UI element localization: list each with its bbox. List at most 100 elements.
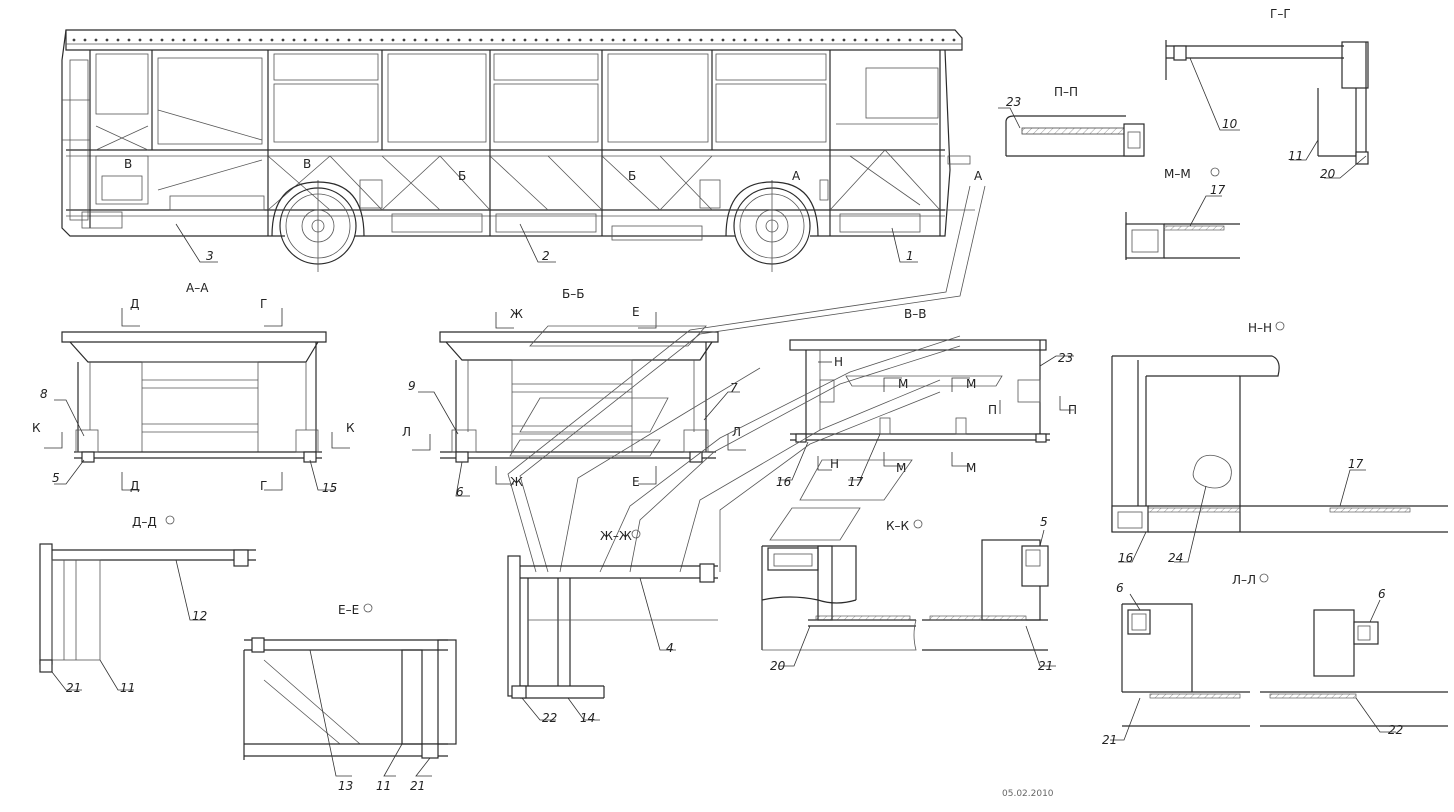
section-a-a: А–А Д Д Г Г К К 8 5 bbox=[32, 281, 355, 495]
roof-rivet bbox=[633, 38, 637, 42]
callout-3: 3 bbox=[206, 249, 214, 263]
roof-rivet bbox=[457, 38, 461, 42]
cut-letter-zh-top: Ж bbox=[510, 307, 523, 321]
cut-letter-d-top: Д bbox=[130, 297, 139, 311]
callout-21-dd: 21 bbox=[66, 681, 81, 695]
roof-rivet bbox=[149, 38, 153, 42]
roof-rivet bbox=[193, 38, 197, 42]
roof-rivet bbox=[666, 38, 670, 42]
roof-rivet bbox=[930, 38, 934, 42]
projection-bands bbox=[507, 185, 986, 573]
roof-rivet bbox=[83, 38, 87, 42]
cut-letter-zh-bottom: Ж bbox=[510, 475, 523, 489]
roof-rivet bbox=[699, 38, 703, 42]
title-section-p-p: П–П bbox=[1054, 85, 1078, 99]
roof-rivet bbox=[809, 38, 813, 42]
callout-22-ll: 22 bbox=[1388, 723, 1403, 737]
roof-rivet bbox=[468, 38, 472, 42]
title-section-d-d: Д–Д bbox=[132, 515, 157, 529]
callout-6-bb: 6 bbox=[456, 485, 464, 499]
roof-rivet bbox=[743, 38, 747, 42]
roof-rivet bbox=[853, 38, 857, 42]
roof-rivet bbox=[919, 38, 923, 42]
roof-rivet bbox=[292, 38, 296, 42]
cut-letter-n-bottom: Н bbox=[830, 457, 839, 471]
callout-10: 10 bbox=[1222, 117, 1238, 131]
section-d-d: Д–Д 12 21 11 bbox=[39, 515, 256, 695]
roof-rivet bbox=[776, 38, 780, 42]
callout-9: 9 bbox=[408, 379, 416, 393]
cut-letter-m-top-2: М bbox=[966, 377, 976, 391]
callout-17-nn: 17 bbox=[1348, 457, 1364, 471]
roof-rivet bbox=[941, 38, 945, 42]
roof-rivet bbox=[710, 38, 714, 42]
section-e-e: Е–Е 13 11 21 bbox=[243, 603, 457, 793]
cut-letter-a-2: А bbox=[974, 169, 983, 183]
callout-12: 12 bbox=[192, 609, 207, 623]
cut-letter-l-left: Л bbox=[402, 425, 411, 439]
callout-6-ll-left: 6 bbox=[1116, 581, 1124, 595]
cut-letter-e-top: Е bbox=[632, 305, 640, 319]
roof-rivet bbox=[644, 38, 648, 42]
bus-side-view: В В Б Б А А 3 2 1 bbox=[61, 29, 983, 272]
callout-20-gg: 20 bbox=[1320, 167, 1336, 181]
roof-rivet bbox=[138, 38, 142, 42]
callout-14: 14 bbox=[580, 711, 595, 725]
roof-rivet bbox=[446, 38, 450, 42]
cut-letter-n-top: Н bbox=[834, 355, 843, 369]
roof-rivet bbox=[369, 38, 373, 42]
roof-rivet bbox=[864, 38, 868, 42]
section-g-g: Г–Г 10 11 20 bbox=[1165, 7, 1369, 181]
cut-letter-e-bottom: Е bbox=[632, 475, 640, 489]
callout-11-ee: 11 bbox=[376, 779, 391, 793]
section-l-l: Л–Л 6 6 21 22 bbox=[1102, 573, 1448, 747]
callout-24: 24 bbox=[1168, 551, 1183, 565]
cut-letter-a-1: А bbox=[792, 169, 801, 183]
title-section-n-n: Н–Н bbox=[1248, 321, 1272, 335]
cut-letter-v: В bbox=[303, 157, 311, 171]
cut-letter-k-left: К bbox=[32, 421, 41, 435]
roof-rivet bbox=[72, 38, 76, 42]
section-zh-zh: Ж–Ж 4 22 14 bbox=[507, 529, 718, 725]
title-section-k-k: К–К bbox=[886, 519, 910, 533]
title-section-e-e: Е–Е bbox=[338, 603, 359, 617]
drawing-date: 05.02.2010 bbox=[1002, 789, 1054, 799]
roof-rivet bbox=[875, 38, 879, 42]
roof-rivet bbox=[226, 38, 230, 42]
roof-rivet bbox=[270, 38, 274, 42]
roof-rivet bbox=[798, 38, 802, 42]
roof-rivet bbox=[754, 38, 758, 42]
rear-wheel bbox=[279, 180, 357, 272]
roof-rivet bbox=[248, 38, 252, 42]
roof-rivet bbox=[325, 38, 329, 42]
roof-rivet bbox=[677, 38, 681, 42]
roof-rivet bbox=[655, 38, 659, 42]
title-section-g-g: Г–Г bbox=[1270, 7, 1291, 21]
roof-rivet bbox=[160, 38, 164, 42]
roof-rivet bbox=[435, 38, 439, 42]
roof-rivet bbox=[765, 38, 769, 42]
roof-rivet bbox=[732, 38, 736, 42]
callout-16-vv: 16 bbox=[776, 475, 792, 489]
callout-8: 8 bbox=[40, 387, 48, 401]
front-wheel bbox=[733, 180, 811, 272]
cut-letter-p-left: П bbox=[988, 403, 997, 417]
roof-rivet bbox=[413, 38, 417, 42]
roof-rivet bbox=[314, 38, 318, 42]
section-k-k: К–К 5 20 21 bbox=[761, 515, 1056, 673]
roof-rivet bbox=[204, 38, 208, 42]
title-section-v-v: В–В bbox=[904, 307, 926, 321]
roof-rivet bbox=[358, 38, 362, 42]
cut-letter-g-bottom: Г bbox=[260, 479, 267, 493]
roof-rivet bbox=[600, 38, 604, 42]
callout-17-mm: 17 bbox=[1210, 183, 1226, 197]
roof-rivet bbox=[831, 38, 835, 42]
roof-rivet bbox=[952, 38, 956, 42]
roof-rivet bbox=[545, 38, 549, 42]
roof-rivet bbox=[589, 38, 593, 42]
roof-rivet bbox=[424, 38, 428, 42]
callout-16-nn: 16 bbox=[1118, 551, 1134, 565]
roof-rivet bbox=[215, 38, 219, 42]
roof-rivet bbox=[391, 38, 395, 42]
section-v-v: В–В Н Н М М М М П П 23 16 17 bbox=[776, 307, 1077, 489]
